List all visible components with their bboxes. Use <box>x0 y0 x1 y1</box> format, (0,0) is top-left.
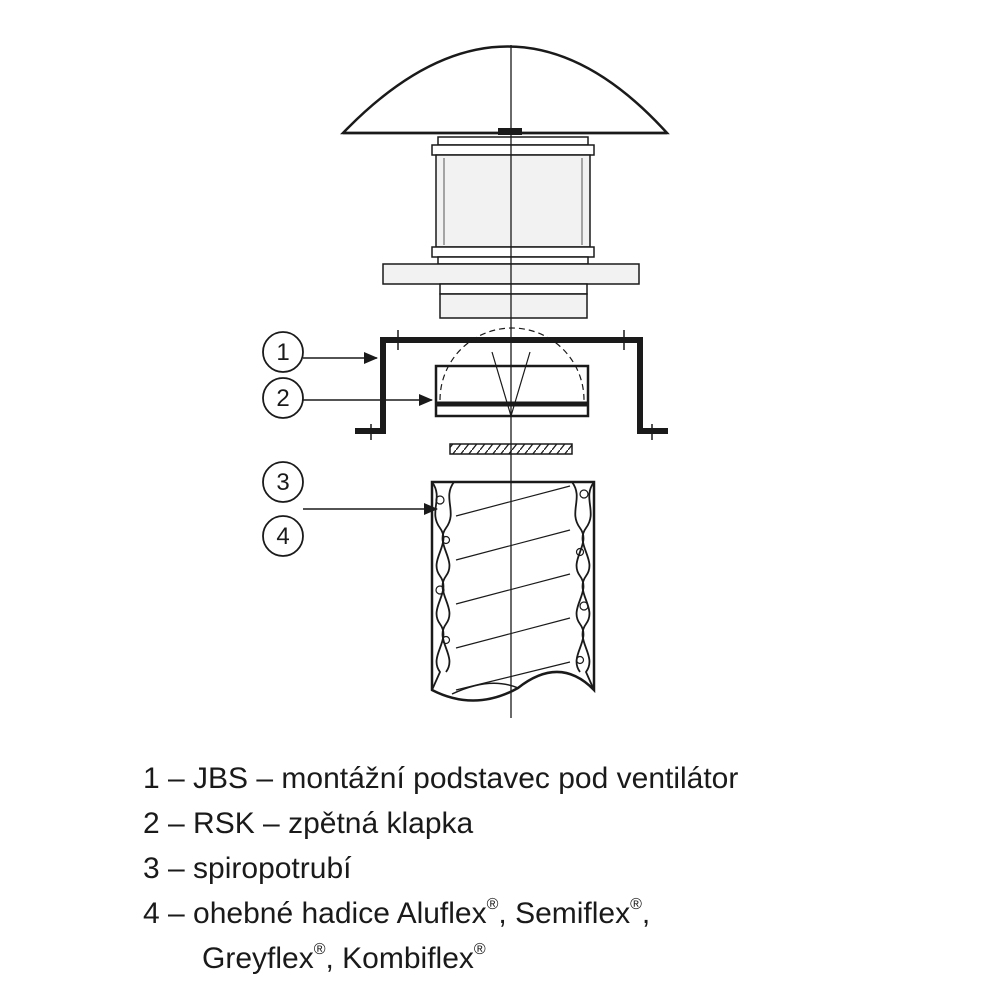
legend-item-4-continued: Greyflex®, Kombiflex® <box>143 936 943 981</box>
flexible-duct <box>430 480 596 702</box>
callout-number: 4 <box>276 523 289 550</box>
callout-4: 4 <box>262 515 304 557</box>
registered-mark: ® <box>486 896 499 913</box>
fan-body <box>431 136 595 265</box>
legend-item-2: 2 – RSK – zpětná klapka <box>143 807 474 840</box>
callout-number: 2 <box>276 385 289 412</box>
registered-mark: ® <box>630 896 642 913</box>
backdraft-damper-rsk <box>434 327 590 418</box>
legend-item-3: 3 – spiropotrubí <box>143 852 352 885</box>
callout-3: 3 <box>262 461 304 503</box>
legend-item-4-text-4: Greyflex <box>202 942 314 975</box>
legend-item-1: 1 – JBS – montážní podstavec pod ventilá… <box>143 762 739 795</box>
callout-circle <box>262 331 304 373</box>
legend-item-4-text: 4 – ohebné hadice Aluflex <box>143 897 487 930</box>
legend-item-4-text-5: , Kombiflex <box>325 942 474 975</box>
callout-number: 1 <box>276 339 289 366</box>
fan-hood <box>340 45 670 135</box>
callout-circle <box>262 377 304 419</box>
callout-1: 1 <box>262 331 378 373</box>
callout-circle <box>262 461 304 503</box>
legend-item-4-text-2: , Semiflex <box>498 897 631 930</box>
registered-mark: ® <box>313 941 326 958</box>
callout-number: 3 <box>276 469 289 496</box>
legend: 1 – JBS – montážní podstavec pod ventilá… <box>143 756 943 981</box>
ventilation-assembly-diagram: 1 2 3 4 <box>262 45 670 718</box>
callout-circle <box>262 515 304 557</box>
registered-mark: ® <box>473 941 486 958</box>
legend-item-4-text-3: , <box>641 897 651 930</box>
callout-2: 2 <box>262 377 433 419</box>
legend-item-4: 4 – ohebné hadice Aluflex®, Semiflex®, <box>143 891 943 936</box>
